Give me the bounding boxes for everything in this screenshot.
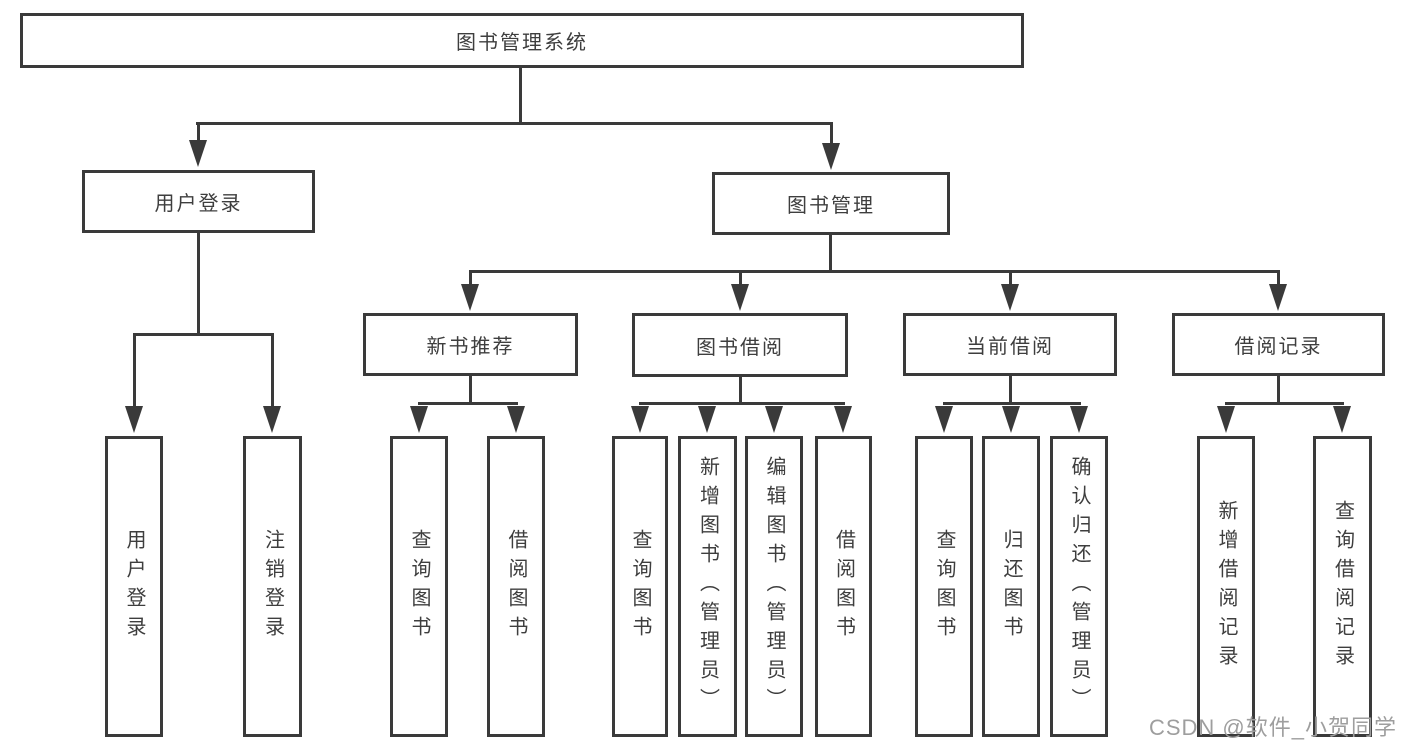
arrow-down-icon [1217,406,1235,433]
arrow-down-icon [1002,406,1020,433]
node-book-management-label: 图书管理 [787,195,875,217]
node-current-borrow-label: 当前借阅 [966,336,1054,358]
arrow-down-icon [1001,284,1019,311]
arrow-down-icon [731,284,749,311]
leaf-cb-confirm-return: 确认归还（管理员） [1050,436,1108,737]
leaf-nb-query-book-label: 查询图书 [408,528,430,645]
node-new-book-recommend: 新书推荐 [363,313,578,376]
node-borrow-record: 借阅记录 [1172,313,1385,376]
node-user-login-label: 用户登录 [154,193,243,215]
arrow-down-icon [765,406,783,433]
connector-line [639,402,845,405]
arrow-down-icon [698,406,716,433]
connector-line [1277,270,1280,286]
connector-line [943,402,1081,405]
arrow-down-icon [125,406,143,433]
leaf-logout: 注销登录 [243,436,302,737]
node-current-borrow: 当前借阅 [903,313,1117,376]
arrow-down-icon [507,406,525,433]
connector-line [133,333,136,407]
connector-line [197,122,200,146]
connector-line [830,122,833,146]
node-borrow-record-label: 借阅记录 [1234,336,1323,358]
arrow-down-icon [822,143,840,170]
connector-line [469,376,472,405]
leaf-bb-edit-book-label: 编辑图书（管理员） [763,456,785,717]
connector-line [1009,270,1012,286]
arrow-down-icon [263,406,281,433]
arrow-down-icon [189,140,207,167]
connector-line [469,270,1279,273]
leaf-logout-label: 注销登录 [261,528,284,645]
leaf-bb-edit-book: 编辑图书（管理员） [745,436,803,737]
leaf-bb-borrow-book: 借阅图书 [815,436,872,737]
arrow-down-icon [410,406,428,433]
leaf-cb-query-book-label: 查询图书 [933,528,955,645]
leaf-cb-confirm-return-label: 确认归还（管理员） [1068,456,1090,717]
leaf-br-query-record: 查询借阅记录 [1313,436,1372,737]
leaf-bb-query-book: 查询图书 [612,436,668,737]
connector-line [271,333,274,407]
node-root-label: 图书管理系统 [456,32,588,54]
connector-line [829,235,832,273]
connector-line [197,233,200,335]
arrow-down-icon [935,406,953,433]
arrow-down-icon [1269,284,1287,311]
leaf-nb-query-book: 查询图书 [390,436,448,737]
connector-line [519,68,522,122]
leaf-bb-add-book: 新增图书（管理员） [678,436,737,737]
arrow-down-icon [1333,406,1351,433]
leaf-bb-query-book-label: 查询图书 [629,528,651,645]
node-user-login: 用户登录 [82,170,315,233]
leaf-user-login: 用户登录 [105,436,163,737]
connector-line [739,377,742,405]
leaf-br-add-record-label: 新增借阅记录 [1215,499,1237,674]
leaf-nb-borrow-book: 借阅图书 [487,436,545,737]
node-new-book-recommend-label: 新书推荐 [426,336,515,358]
node-root: 图书管理系统 [20,13,1024,68]
leaf-cb-return-book-label: 归还图书 [1000,528,1022,645]
leaf-br-query-record-label: 查询借阅记录 [1331,499,1354,674]
arrow-down-icon [631,406,649,433]
connector-line [1009,376,1012,405]
connector-line [739,270,742,286]
connector-line [469,270,472,286]
leaf-br-add-record: 新增借阅记录 [1197,436,1255,737]
leaf-bb-add-book-label: 新增图书（管理员） [696,456,719,717]
connector-line [196,122,833,125]
connector-line [1277,376,1280,405]
connector-line [418,402,518,405]
node-book-borrow: 图书借阅 [632,313,848,377]
connector-line [133,333,274,336]
leaf-bb-borrow-book-label: 借阅图书 [832,528,855,645]
leaf-cb-return-book: 归还图书 [982,436,1040,737]
arrow-down-icon [834,406,852,433]
leaf-nb-borrow-book-label: 借阅图书 [505,528,527,645]
connector-line [1225,402,1344,405]
node-book-management: 图书管理 [712,172,950,235]
node-book-borrow-label: 图书借阅 [696,336,784,359]
csdn-watermark: CSDN @软件_小贺同学 [1148,715,1397,740]
arrow-down-icon [1070,406,1088,433]
leaf-user-login-label: 用户登录 [123,528,145,645]
leaf-cb-query-book: 查询图书 [915,436,973,737]
arrow-down-icon [461,284,479,311]
